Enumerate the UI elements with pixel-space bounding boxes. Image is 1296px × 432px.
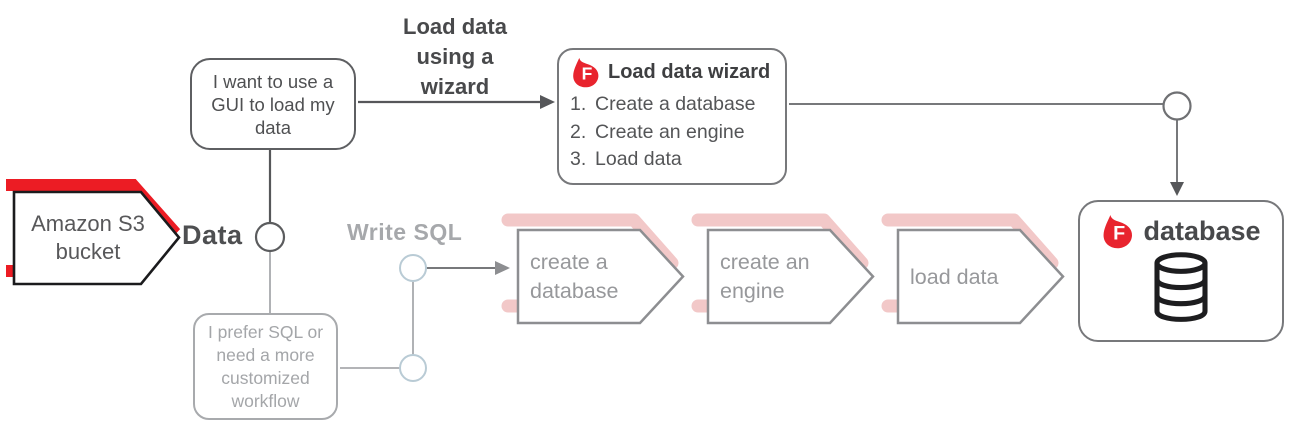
database-header: F database — [1101, 214, 1261, 249]
step-label-text: create an engine — [720, 250, 810, 303]
data-label: Data — [182, 220, 243, 250]
write-sql-node-lower — [399, 354, 427, 382]
s3-bucket-chevron — [12, 190, 181, 286]
arrowhead-database — [1170, 182, 1184, 196]
write-sql-label: Write SQL — [347, 219, 463, 245]
arrowhead-wizard — [540, 95, 555, 109]
firebolt-logo-icon: F — [1104, 215, 1133, 249]
gui-persona-box: I want to use a GUI to load my data — [190, 58, 356, 150]
svg-text:F: F — [582, 64, 593, 84]
load-data-wizard-box: F Load data wizard 1. Create a database … — [557, 48, 787, 185]
firebolt-logo-icon: F — [573, 57, 599, 88]
sql-persona-text: I prefer SQL or need a more customized w… — [207, 321, 324, 411]
gui-persona-text: I want to use a GUI to load my data — [211, 70, 335, 138]
wizard-step-label: Create a database — [595, 93, 756, 115]
step-label-load-data: load data — [910, 234, 1028, 320]
wizard-step-number: 2. — [570, 120, 587, 143]
step-chevron-create-engine — [706, 228, 875, 325]
database-box: F database — [1078, 200, 1284, 342]
wizard-arrow-label: Load data using a wizard — [403, 14, 507, 99]
write-sql-node-upper — [399, 254, 427, 282]
database-cylinder-icon — [1154, 252, 1208, 322]
step-label-create-engine: create an engine — [720, 234, 838, 320]
wizard-junction-node — [1162, 91, 1192, 121]
wizard-step-label: Load data — [595, 148, 682, 170]
wizard-step-label: Create an engine — [595, 120, 745, 143]
wizard-step-row: 1. Create a database — [570, 91, 755, 119]
svg-text:F: F — [1114, 222, 1126, 244]
wizard-header: F Load data wizard — [571, 57, 770, 88]
s3-bucket-label: Amazon S3 bucket — [31, 211, 145, 264]
step-label-create-database: create a database — [530, 234, 648, 320]
sql-persona-box: I prefer SQL or need a more customized w… — [193, 313, 338, 420]
step-label-text: load data — [910, 264, 999, 289]
wizard-step-row: 3. Load data — [570, 146, 755, 174]
data-junction-node — [254, 221, 286, 253]
wizard-step-number: 1. — [570, 93, 587, 115]
arrowhead-create-database — [495, 261, 510, 275]
wizard-step-row: 2. Create an engine — [570, 119, 755, 147]
wizard-step-number: 3. — [570, 148, 587, 170]
database-label: database — [1143, 216, 1261, 246]
step-chevron-create-database — [516, 228, 685, 325]
wizard-steps-list: 1. Create a database 2. Create an engine… — [570, 91, 755, 174]
step-label-text: create a database — [530, 250, 619, 303]
step-chevron-load-data — [896, 228, 1065, 325]
wizard-title: Load data wizard — [608, 61, 771, 83]
